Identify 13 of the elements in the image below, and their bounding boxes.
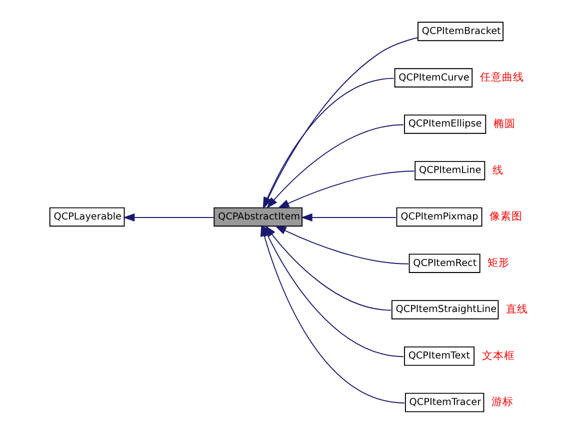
node-label: 直线 (506, 302, 528, 316)
arrow (274, 226, 409, 264)
node-label: 像素图 (490, 210, 523, 223)
node-label: 游标 (491, 395, 514, 408)
arrow (266, 124, 404, 209)
node-label: 文本框 (482, 348, 515, 362)
node-label: 矩形 (488, 256, 510, 270)
node-label: 线 (492, 163, 504, 176)
arrow (123, 213, 215, 222)
node-label: 椭圆 (493, 116, 516, 130)
node-label: 任意曲线 (480, 70, 524, 84)
arrow (278, 170, 415, 208)
arrow (300, 213, 396, 222)
